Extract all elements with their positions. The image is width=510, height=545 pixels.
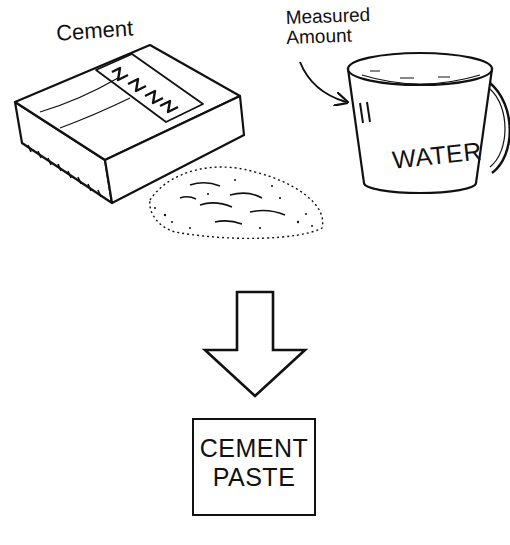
process-box: CEMENT PASTE xyxy=(192,418,316,516)
illustration-label: Cement xyxy=(55,14,166,45)
water-bucket: WATER xyxy=(340,45,500,195)
illustration-label: Measured Amount xyxy=(285,4,396,48)
cement-powder xyxy=(150,167,323,238)
leader-arrow xyxy=(300,62,346,102)
flow-arrow xyxy=(205,292,305,396)
bucket-outline xyxy=(340,45,500,195)
node-text: CEMENT PASTE xyxy=(198,434,310,492)
